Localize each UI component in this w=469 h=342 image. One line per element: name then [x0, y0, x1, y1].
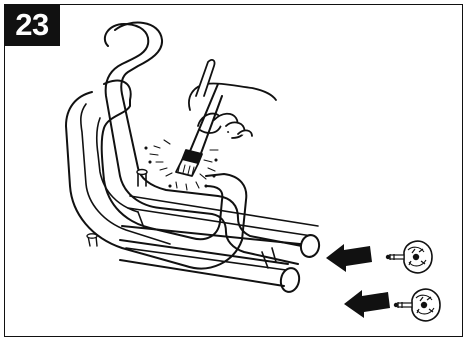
hand-with-brush [176, 60, 276, 176]
pipe-clamp-part [394, 289, 440, 321]
arrow-icon [326, 244, 372, 272]
arrow-icon [344, 290, 390, 318]
pipe-clamp-part [386, 241, 432, 273]
